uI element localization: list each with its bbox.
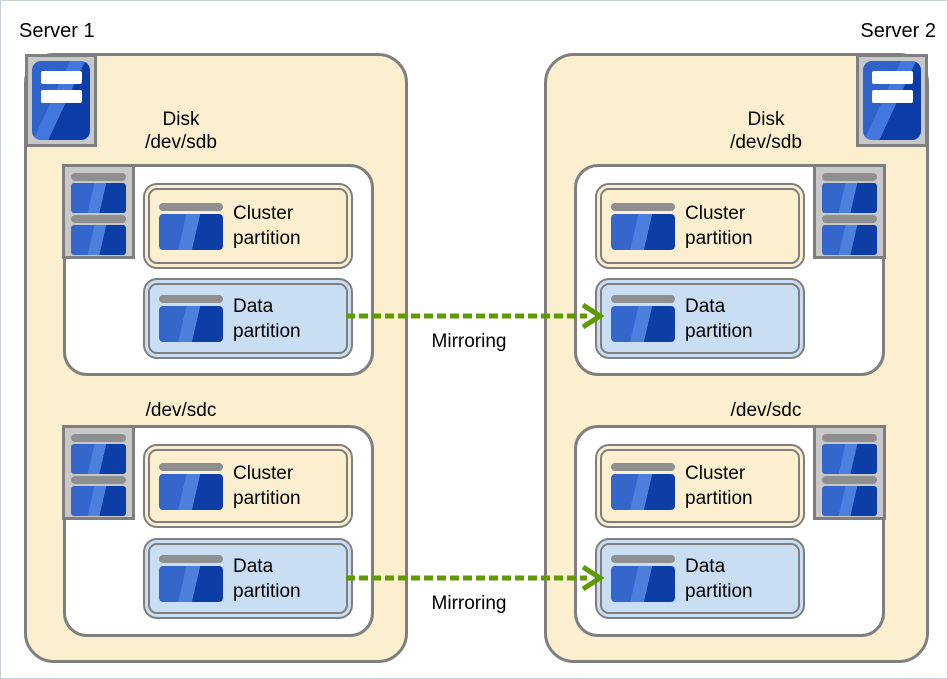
disk-top-bar bbox=[159, 295, 223, 303]
disk-top-bar bbox=[611, 202, 675, 211]
disk-body bbox=[611, 306, 675, 342]
disk-stack-icon bbox=[813, 425, 886, 520]
disk-top-bar bbox=[822, 173, 877, 181]
server-tower-icon bbox=[25, 54, 97, 147]
server-slot-bar bbox=[872, 71, 913, 84]
disk-stack-icon bbox=[62, 164, 135, 259]
server-slot-bar bbox=[41, 90, 82, 103]
cluster-partition: Cluster partition bbox=[143, 444, 353, 528]
server-tower-body bbox=[863, 61, 921, 140]
disk-body bbox=[611, 213, 675, 250]
data-partition-label: Data partition bbox=[685, 555, 753, 602]
data-partition: Data partition bbox=[595, 538, 805, 619]
data-partition: Data partition bbox=[143, 538, 353, 619]
server-slot-bar bbox=[872, 90, 913, 103]
disk-sdb-title: Disk /dev/sdb bbox=[730, 109, 802, 153]
disk-top-bar bbox=[71, 215, 126, 223]
disk-body bbox=[71, 486, 126, 516]
server1-title: Server 1 bbox=[19, 20, 95, 42]
disk-top-bar bbox=[71, 173, 126, 181]
disk-body bbox=[71, 225, 126, 255]
disk-stack-icon bbox=[62, 425, 135, 520]
disk-top-bar bbox=[822, 434, 877, 442]
disk-body bbox=[822, 486, 877, 516]
disk-stack-icon bbox=[813, 164, 886, 259]
disk-sdc-title: /dev/sdc bbox=[145, 400, 217, 421]
cluster-partition: Cluster partition bbox=[143, 183, 353, 269]
disk-top-bar bbox=[822, 476, 877, 484]
disk-icon bbox=[611, 295, 675, 342]
disk-icon bbox=[159, 202, 223, 250]
disk-body bbox=[71, 183, 126, 213]
disk-icon bbox=[159, 295, 223, 342]
server1-box: Disk /dev/sdb Cluster partition Data par… bbox=[24, 53, 408, 663]
cluster-partition: Cluster partition bbox=[595, 444, 805, 528]
mirroring-label: Mirroring bbox=[431, 593, 507, 614]
disk-body bbox=[159, 473, 223, 510]
disk-body bbox=[822, 183, 877, 213]
disk-top-bar bbox=[611, 295, 675, 303]
server-slot-bar bbox=[41, 71, 82, 84]
data-partition: Data partition bbox=[143, 278, 353, 359]
data-partition-label: Data partition bbox=[233, 295, 301, 342]
disk-icon bbox=[611, 555, 675, 602]
disk-icon bbox=[611, 462, 675, 510]
disk-body bbox=[159, 566, 223, 602]
disk-top-bar bbox=[71, 434, 126, 442]
disk-top-bar bbox=[611, 462, 675, 471]
data-partition-label: Data partition bbox=[233, 555, 301, 602]
disk-icon bbox=[159, 555, 223, 602]
data-partition: Data partition bbox=[595, 278, 805, 359]
disk-top-bar bbox=[71, 476, 126, 484]
mirroring-label: Mirroring bbox=[431, 331, 507, 352]
disk-body bbox=[159, 306, 223, 342]
server-tower-body bbox=[32, 61, 90, 140]
disk-icon bbox=[159, 462, 223, 510]
server-tower-icon bbox=[856, 54, 928, 147]
server2-box: Disk /dev/sdb Cluster partition Data par… bbox=[544, 53, 929, 663]
disk-body bbox=[822, 225, 877, 255]
server2-title: Server 2 bbox=[860, 20, 936, 42]
cluster-partition-label: Cluster partition bbox=[233, 203, 301, 249]
disk-top-bar bbox=[159, 462, 223, 471]
disk-top-bar bbox=[822, 215, 877, 223]
disk-top-bar bbox=[159, 555, 223, 563]
cluster-partition-label: Cluster partition bbox=[685, 203, 753, 249]
disk-sdc-title: /dev/sdc bbox=[730, 400, 802, 421]
disk-body bbox=[822, 444, 877, 474]
disk-sdb-title: Disk /dev/sdb bbox=[145, 109, 217, 153]
disk-top-bar bbox=[611, 555, 675, 563]
disk-body bbox=[611, 566, 675, 602]
disk-body bbox=[71, 444, 126, 474]
data-partition-label: Data partition bbox=[685, 295, 753, 342]
cluster-partition-label: Cluster partition bbox=[233, 463, 301, 509]
disk-body bbox=[159, 213, 223, 250]
disk-icon bbox=[611, 202, 675, 250]
cluster-partition-label: Cluster partition bbox=[685, 463, 753, 509]
cluster-partition: Cluster partition bbox=[595, 183, 805, 269]
disk-body bbox=[611, 473, 675, 510]
disk-top-bar bbox=[159, 202, 223, 211]
